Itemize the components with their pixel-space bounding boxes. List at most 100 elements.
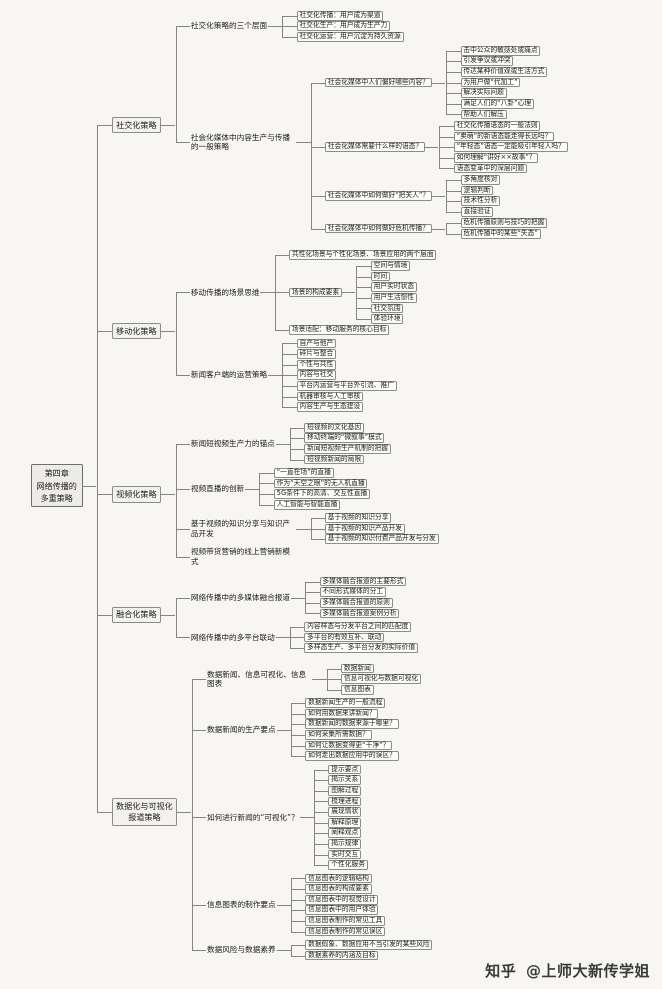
children-group: 社交化策略的三个层面 社交化传播：用户成为渠道社交化生产：用户成为生产力社交化运营… — [175, 9, 568, 241]
leaf-topic: 社交化传播：用户成为渠道 — [296, 10, 384, 21]
leaf-topic: 碎片与整合 — [296, 349, 337, 359]
leaf-topic: 人工智能与智能直播 — [273, 499, 341, 510]
leaf-topic: 社交化传播语态的一般法则 — [453, 121, 541, 131]
mindmap-node: 场景的构成要素空间与情境时间用户实时状态用户生活惯性社交氛围体验环境 — [289, 261, 417, 325]
children-group: 移动传播的场景思维共性化场景与个性化场景、场景应用的两个层面场景的构成要素空间与… — [175, 248, 437, 414]
leaf-topic: 5G条件下的高清、交互性直播 — [273, 489, 370, 499]
leaf-topic: 解决实际问题 — [460, 88, 507, 99]
leaf-topic: “年轻态”语态一定能吸引年轻人吗？ — [453, 142, 568, 153]
central-topic: 第四章 网络传播的 多重策略 — [30, 463, 97, 508]
branch-row: 传达某种价值观或生活方式 — [446, 62, 548, 82]
branch-row: 如何进行新闻的“可视化”？提示要点揭示关系图解过程梳理进程展现情状解释原理阐释观… — [191, 759, 433, 876]
children-group: 共性化场景与个性化场景、场景应用的两个层面场景的构成要素空间与情境时间用户实时状… — [274, 249, 437, 336]
mindmap-node: 用户实时状态 — [370, 282, 417, 293]
leaf-topic: 揭示关系 — [328, 775, 362, 786]
mindmap-node: 内容与社交 — [296, 370, 337, 381]
branch-row: 语态变革中的深层问题 — [439, 159, 567, 174]
branch-row: 社交化生产：用户成为生产力 — [282, 16, 403, 36]
mindmap-node: 数据假象、数据应用不当引发的某些风险 — [305, 940, 433, 950]
sub-topic: 基于视频的知识分享与知识产品开发 — [190, 519, 311, 538]
leaf-topic: 信息图表 — [341, 684, 374, 695]
mindmap-node: 社交化策略社交化策略的三个层面社交化传播：用户成为渠道社交化生产：用户成为生产力… — [111, 9, 568, 241]
branch-row: 危机传播中的某些“失态” — [446, 224, 547, 239]
leaf-topic: 数据新闻 — [341, 663, 374, 674]
branch-row: 信息可视化与数据可视化 — [326, 669, 421, 689]
branch-row: 展现情状 — [314, 802, 368, 822]
leaf-topic: 如何理解“讲好××故事”？ — [453, 152, 539, 163]
mindmap-node: 为用户做“代加工” — [460, 77, 521, 88]
mindmap-node: 信息可视化与数据可视化 — [341, 674, 421, 685]
children-group: 社交化策略社交化策略的三个层面社交化传播：用户成为渠道社交化生产：用户成为生产力… — [97, 5, 568, 965]
sub-topic: 社会化媒体中人们偏好哪些内容？ — [324, 77, 445, 88]
mindmap-node: 信息图表的逻辑结构 — [305, 873, 372, 884]
leaf-topic: 短视频新闻的局限 — [304, 454, 364, 465]
branch-row: 多媒体融合报道案例分析 — [305, 604, 406, 619]
mindmap-node: 视频化策略新闻短视频生产力的锚点短视频的文化基因移动终端的“微叙事”模式新闻短视… — [111, 421, 439, 568]
sub-topic: 信息图表的制作要点 — [206, 900, 292, 910]
leaf-topic: 共性化场景与个性化场景、场景应用的两个层面 — [289, 249, 437, 260]
branch-row: 解决实际问题 — [446, 83, 547, 103]
mindmap-node: 逻辑判断 — [460, 185, 494, 196]
children-group: 数据新闻信息可视化与数据可视化信息图表 — [326, 663, 421, 695]
branch-row: 帮助人们解压 — [446, 105, 547, 120]
branch-row: 数据新闻、信息可视化、信息图表数据新闻信息可视化与数据可视化信息图表 — [191, 663, 433, 701]
leaf-topic: 逻辑判断 — [460, 185, 494, 196]
leaf-topic: 展现情状 — [328, 807, 362, 817]
branch-row: 平台内运营与平台外引流、推广 — [282, 376, 397, 396]
branch-row: 空间与情境 — [356, 261, 417, 276]
sub-topic: 社交化策略的三个层面 — [190, 21, 283, 31]
children-group: 内容样态与分发平台之间的匹配度多平台的有效互补、联动多样态生产、多平台分发的实际… — [289, 621, 418, 653]
leaf-topic: 用户实时状态 — [370, 282, 417, 293]
mindmap-node: “一直在场”的直播 — [273, 467, 334, 478]
branch-row: 社交化传播：用户成为渠道 — [282, 10, 403, 25]
branch-row: 5G条件下的高清、交互性直播 — [259, 484, 370, 504]
branch-row: “年轻态”语态一定能吸引年轻人吗？ — [439, 137, 568, 157]
branch-row: 移动终端的“微叙事”模式 — [289, 428, 391, 448]
branch-row: 如何用数据来讲新闻？ — [290, 704, 399, 723]
mindmap-node: 帮助人们解压 — [460, 109, 507, 120]
mindmap-node: 数据新闻、信息可视化、信息图表数据新闻信息可视化与数据可视化信息图表 — [206, 663, 421, 695]
leaf-topic: 信息图表中的视觉设计 — [305, 894, 379, 905]
mindmap-node: 信息图表制作的常见工具 — [305, 916, 386, 926]
children-group: 多角度核对逻辑判断技术性分析直接验证 — [446, 175, 501, 218]
branch-row: 个性与共性 — [282, 355, 397, 374]
sub-topic: 社会化媒体中如何做好“把关人”？ — [324, 190, 446, 201]
branch-row: 数据新闻的数据来源于哪里？ — [290, 715, 399, 734]
leaf-topic: 如何采集所需数据？ — [305, 730, 372, 740]
branch-row: 如何理解“讲好××故事”？ — [439, 148, 567, 167]
mindmap-node: 解决实际问题 — [460, 88, 507, 99]
mindmap-node: 危机传播中的某些“失态” — [460, 229, 541, 239]
leaf-topic: 内容生产与生态建设 — [296, 402, 364, 413]
mindmap-node: 信息图表中的视觉设计 — [305, 894, 379, 905]
branch-row: 阐释观点 — [314, 823, 368, 843]
mindmap-node: 揭示规律 — [328, 839, 362, 849]
leaf-topic: “卖萌”的新语态能走得长远吗？ — [453, 131, 555, 142]
leaf-topic: 如何让数据变得更“干净”？ — [305, 740, 393, 751]
leaf-topic: 基于视频的知识分享 — [324, 513, 392, 523]
leaf-topic: 新闻短视频生产机制的把握 — [304, 444, 391, 454]
branch-row: 社交化运营：用户沉淀为持久资源 — [282, 27, 404, 42]
branch-row: 信息图表的逻辑结构 — [290, 873, 385, 888]
mindmap-node: 社会化媒体中内容生产与传播的一般策略社会化媒体中人们偏好哪些内容？击中公众的敏感… — [190, 45, 568, 240]
branch-row: “一直在场”的直播 — [259, 467, 370, 482]
mindmap-node: 多媒体融合报道的原则 — [319, 597, 393, 608]
mindmap-node: 新闻短视频生产机制的把握 — [304, 444, 391, 454]
children-group: 危机传播原则与技巧的把握危机传播中的某些“失态” — [446, 218, 548, 239]
mindmap-node: 个性与共性 — [296, 359, 337, 370]
mindmap-node: 数据新闻的数据来源于哪里？ — [305, 719, 399, 730]
branch-row: 内容生产与生态建设 — [282, 397, 397, 413]
sub-topic: 新闻短视频生产力的锚点 — [190, 438, 291, 448]
leaf-topic: 时间 — [370, 271, 390, 282]
leaf-topic: 信息图表中的用户体验 — [305, 905, 379, 916]
mindmap-node: 短视频的文化基因 — [304, 422, 364, 433]
branch-row: 短视频新闻的局限 — [289, 450, 391, 465]
leaf-topic: 提示要点 — [328, 764, 362, 775]
branch-row: 多媒体融合报道的原则 — [305, 593, 406, 612]
leaf-topic: 数据新闻的数据来源于哪里？ — [305, 719, 399, 730]
mindmap-node: 如何理解“讲好××故事”？ — [453, 152, 539, 163]
mindmap-node: 个性化服务 — [328, 860, 368, 871]
branch-row: 危机传播原则与技巧的把握 — [446, 218, 548, 233]
leaf-topic: 社交化生产：用户成为生产力 — [296, 21, 391, 32]
branch-row: 揭示规律 — [314, 834, 368, 854]
